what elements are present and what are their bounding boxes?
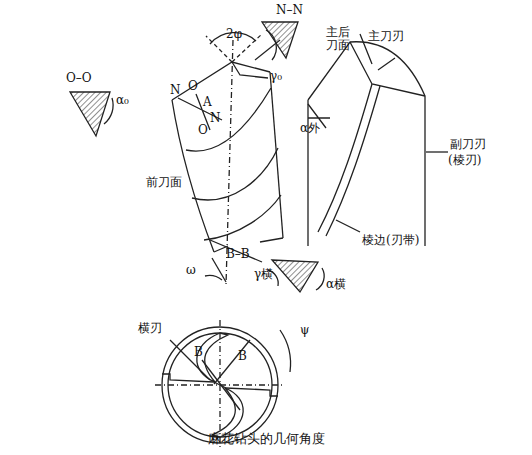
part-label: 棱边(刃带) [362, 234, 419, 247]
part-label: ω [186, 264, 196, 277]
part-label: N [170, 84, 181, 97]
part-label: A [203, 96, 212, 109]
part-label: B [194, 346, 203, 359]
part-label: (棱刃) [448, 154, 481, 167]
part-label: α外 [300, 122, 320, 135]
part-label: O–O [66, 72, 92, 85]
part-label: α₀ [116, 94, 129, 107]
part-label: 2φ [226, 28, 242, 41]
part-label: O [198, 124, 208, 137]
part-label: N–N [276, 4, 303, 17]
part-label: N [210, 112, 221, 125]
part-label: 前刀面 [146, 176, 182, 189]
part-label: 横刃 [138, 322, 162, 335]
part-label: B–B [226, 248, 250, 261]
caption: 麻花钻头的几何角度 [208, 430, 325, 448]
part-label: γ横 [254, 268, 273, 281]
part-label: 主后 刀面 [326, 26, 351, 52]
part-label: 副刀刃 [450, 138, 486, 151]
part-label: 主刀刃 [368, 30, 404, 43]
part-label: B [238, 350, 247, 363]
part-label: O [188, 80, 198, 93]
part-label: α横 [326, 278, 346, 291]
part-label: ψ [300, 324, 309, 337]
part-label: γ₀ [270, 70, 282, 83]
